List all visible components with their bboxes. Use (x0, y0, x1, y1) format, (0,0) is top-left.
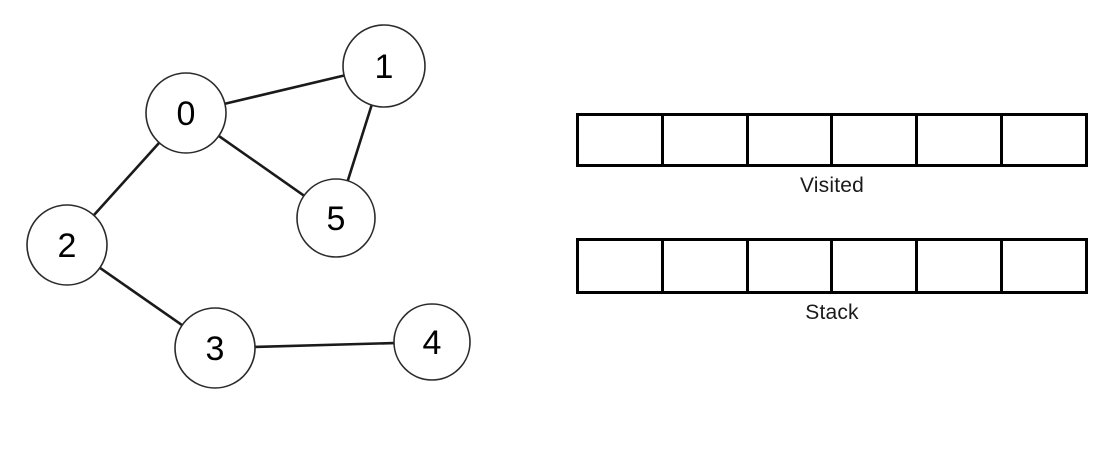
graph-edge-1-5 (346, 103, 373, 183)
visited-cell-0[interactable] (579, 116, 664, 164)
graph-nodes-layer: 0 1 2 3 4 5 (26, 24, 471, 389)
graph-node-label-3: 3 (206, 330, 225, 368)
stack-cell-5[interactable] (1003, 241, 1085, 291)
graph-edge-0-2 (92, 141, 161, 217)
stack-cell-3[interactable] (833, 241, 919, 291)
graph-node-circle-1 (342, 24, 426, 108)
graph-edge-2-3 (98, 266, 184, 327)
stack-cell-1[interactable] (663, 241, 749, 291)
graph-node-circle-3 (174, 307, 256, 389)
visited-cell-3[interactable] (833, 116, 919, 164)
graph-node-circle-2 (26, 204, 108, 286)
visited-array-grid[interactable] (576, 113, 1088, 167)
graph-edge-0-1 (223, 74, 346, 106)
graph-node-label-0: 0 (177, 95, 196, 133)
visited-cell-1[interactable] (663, 116, 749, 164)
graph-edge-3-4 (253, 341, 396, 349)
graph-edges-layer (92, 74, 396, 349)
stack-array-block: Stack (576, 238, 1088, 325)
graph-node-2[interactable]: 2 (26, 204, 108, 286)
graph-node-5[interactable]: 5 (296, 178, 376, 258)
graph-edge-0-5 (217, 134, 306, 197)
graph-node-1[interactable]: 1 (342, 24, 426, 108)
graph-node-4[interactable]: 4 (393, 303, 471, 381)
stack-array-grid[interactable] (576, 238, 1088, 294)
graph-node-label-1: 1 (375, 48, 394, 86)
stack-cell-0[interactable] (579, 241, 664, 291)
graph-node-circle-0 (145, 72, 227, 154)
visited-cell-2[interactable] (748, 116, 834, 164)
visited-cell-5[interactable] (1003, 116, 1085, 164)
visited-array-block: Visited (576, 113, 1088, 198)
stack-cell-2[interactable] (748, 241, 834, 291)
stack-array-caption: Stack (805, 301, 859, 324)
graph-node-3[interactable]: 3 (174, 307, 256, 389)
graph-node-label-2: 2 (58, 227, 77, 265)
graph-node-label-5: 5 (327, 200, 346, 238)
visited-cell-4[interactable] (918, 116, 1004, 164)
graph-node-circle-5 (296, 178, 376, 258)
graph-node-0[interactable]: 0 (145, 72, 227, 154)
graph-node-circle-4 (393, 303, 471, 381)
graph-node-label-4: 4 (423, 324, 442, 362)
stack-cell-4[interactable] (918, 241, 1004, 291)
visited-array-caption: Visited (799, 174, 865, 197)
